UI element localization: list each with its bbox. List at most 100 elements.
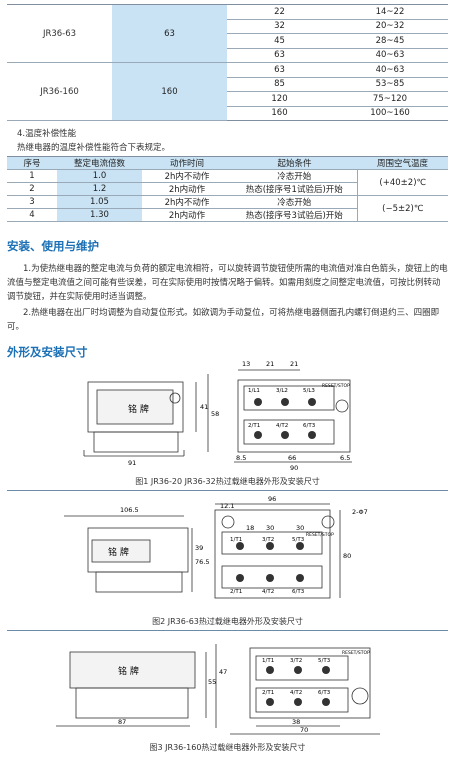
fig3-term-top-2: 3/T2	[290, 658, 302, 664]
figure-2-caption: 图2 JR36-63热过载继电器外形及安装尺寸	[152, 617, 303, 626]
fig3-dim-bot: 38	[292, 718, 300, 726]
cond-cell: 冷态开始	[232, 195, 357, 209]
fig1-terminal-screws	[254, 398, 316, 439]
fig3-nameplate-label: 铭 牌	[118, 665, 139, 677]
env-cell: (−5±2)℃	[356, 195, 448, 222]
fig2-mount-hole	[221, 515, 235, 529]
mult-cell: 1.30	[57, 208, 142, 222]
fig2-dim-top: 96	[268, 495, 276, 503]
fig1-side-base	[93, 431, 179, 453]
fig1-term-top-1: 1/L1	[248, 388, 260, 394]
fig2-nameplate-label: 铭 牌	[108, 546, 129, 558]
fig3-term-bot-2: 4/T2	[290, 690, 302, 696]
fig1-dim-h2: 58	[211, 410, 219, 418]
section-desc: 热继电器的温度补偿性能符合下表规定。	[17, 143, 171, 153]
fig3-term-top-3: 5/T3	[318, 658, 331, 664]
range-cell: 100~160	[332, 106, 448, 121]
fig3-dim-h2: 47	[219, 668, 227, 676]
install-paragraph-2: 2.热继电器在出厂时均调整为自动复位形式。如欲调为手动复位，可将热继电器侧面孔内…	[7, 308, 440, 332]
fig3-side-base	[75, 687, 189, 719]
fig2-mount-hole	[321, 515, 335, 529]
fig3-reset-label: RESET/STOP	[342, 650, 370, 656]
no-cell: 1	[7, 169, 57, 183]
temperature-compensation-table: 序号 整定电流倍数 动作时间 起始条件 周围空气温度 1 1.0 2h内不动作 …	[7, 156, 448, 222]
range-cell: 14~22	[332, 4, 448, 20]
code-cell: 120	[227, 91, 332, 107]
header-cell: 起始条件	[232, 156, 357, 170]
code-cell: 22	[227, 4, 332, 20]
fig1-dim-bot-2: 66	[288, 454, 296, 462]
divider	[7, 630, 448, 631]
code-cell: 45	[227, 33, 332, 49]
fig1-screw	[281, 398, 289, 406]
fig2-screw	[236, 542, 244, 550]
fig3-reset-knob	[351, 687, 369, 705]
fig2-dim-mid-3: 30	[296, 524, 304, 532]
fig1-nameplate	[96, 389, 174, 425]
fig3-terminal-top	[255, 655, 349, 681]
fig2-term-top-3: 5/T3	[292, 537, 305, 543]
model-cell: JR36-160	[7, 62, 112, 121]
fig1-screw	[308, 431, 316, 439]
fig2-side-base	[95, 571, 183, 593]
rated-current-cell: 63	[112, 4, 227, 63]
code-cell: 63	[227, 62, 332, 78]
fig1-dim-bot-1: 8.5	[236, 454, 246, 462]
fig3-dim-total: 70	[300, 726, 308, 734]
fig1-dim-width: 91	[128, 459, 136, 467]
figure-3-drawing: 铭 牌 87 55 47 38 70 1/T1 3/T2 5/T3 2/T1 4…	[56, 644, 380, 735]
no-cell: 2	[7, 182, 57, 196]
range-cell: 40~63	[332, 62, 448, 78]
fig3-terminal-bot	[255, 687, 349, 713]
fig2-dim-width: 106.5	[120, 506, 139, 514]
code-cell: 63	[227, 48, 332, 63]
fig2-dim-mid-1: 18	[246, 524, 254, 532]
no-cell: 4	[7, 208, 57, 222]
figure-3-caption: 图3 JR36-160热过载继电器外形及安装尺寸	[149, 743, 306, 752]
fig2-screw	[266, 542, 274, 550]
time-cell: 2h内动作	[142, 208, 232, 222]
code-cell: 160	[227, 106, 332, 121]
rated-current-cell: 160	[112, 62, 227, 121]
fig3-term-bot-1: 2/T1	[262, 690, 274, 696]
fig1-term-top-3: 5/L3	[303, 388, 315, 394]
fig2-screw	[266, 574, 274, 582]
fig3-screw	[294, 666, 302, 674]
header-cell: 动作时间	[142, 156, 232, 170]
fig2-dim-mid-2: 30	[266, 524, 274, 532]
fig3-term-top-1: 1/T1	[262, 658, 274, 664]
fig2-front-body	[214, 509, 331, 599]
range-cell: 40~63	[332, 48, 448, 63]
fig2-dim-right: 80	[343, 552, 351, 560]
fig1-screw	[281, 431, 289, 439]
fig2-term-bot-3: 6/T3	[292, 589, 305, 595]
cond-cell: 冷态开始	[232, 169, 357, 183]
env-cell: (+40±2)℃	[356, 169, 448, 196]
cond-cell: 热态(接序号1试验后)开始	[232, 182, 357, 196]
fig1-term-bot-2: 4/T2	[276, 423, 288, 429]
cond-cell: 热态(接序号3试验后)开始	[232, 208, 357, 222]
fig3-dim-h: 55	[208, 678, 216, 686]
fig2-dim-top2: 12.1	[220, 502, 234, 510]
fig2-dim-hole: 2-Φ7	[352, 508, 368, 516]
fig3-screw	[266, 698, 274, 706]
fig3-side-body	[69, 651, 196, 689]
header-cell: 整定电流倍数	[57, 156, 142, 170]
fig2-terminal-bot	[221, 565, 323, 589]
fig1-dim-total: 90	[290, 464, 298, 472]
fig1-front-body	[237, 379, 351, 453]
no-cell: 3	[7, 195, 57, 209]
figure-1-caption: 图1 JR36-20 JR36-32热过载继电器外形及安装尺寸	[135, 477, 320, 486]
fig2-screw	[296, 542, 304, 550]
mult-cell: 1.0	[57, 169, 142, 183]
fig3-front-body	[249, 647, 371, 719]
fig1-reset-label: RESET/STOP	[322, 383, 350, 389]
fig3-screw	[322, 666, 330, 674]
fig3-screw	[266, 666, 274, 674]
mult-cell: 1.2	[57, 182, 142, 196]
fig2-term-top-1: 1/T1	[230, 537, 242, 543]
time-cell: 2h内不动作	[142, 195, 232, 209]
fig2-nameplate	[91, 539, 151, 563]
fig2-dim-h2: 39	[195, 544, 203, 552]
fig1-nameplate-label: 铭 牌	[128, 403, 149, 415]
